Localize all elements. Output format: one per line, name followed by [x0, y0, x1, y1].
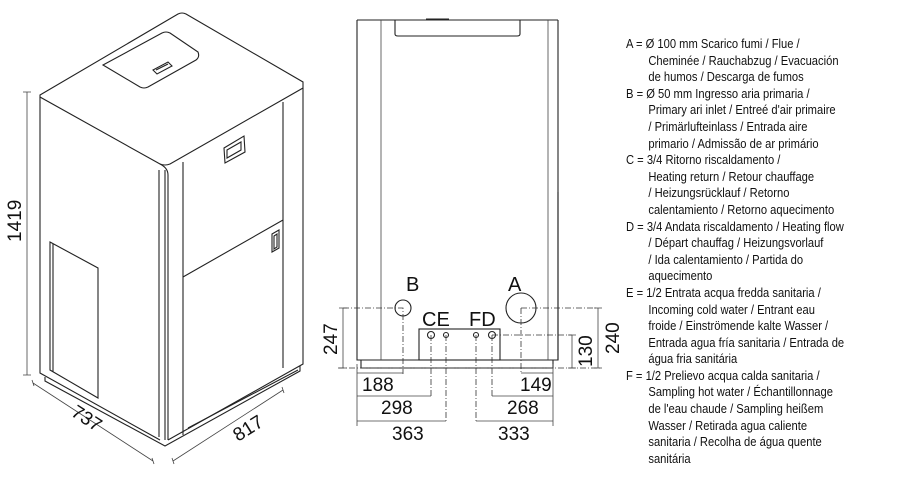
legend-line: C = 3/4 Ritorno riscaldamento /	[626, 152, 781, 168]
connection-box	[418, 328, 501, 361]
dim-363: 363	[392, 424, 424, 445]
dim-240: 240	[603, 322, 624, 354]
legend-entry-c: C = 3/4 Ritorno riscaldamento /Heating r…	[626, 152, 900, 218]
legend-line: Primary ari inlet / Entreé d'air primair…	[648, 102, 836, 118]
legend-line: aquecimento	[648, 268, 713, 284]
front-inner-lines	[380, 20, 549, 360]
legend-entry-e: E = 1/2 Entrata acqua fredda sanitaria /…	[626, 285, 900, 368]
legend-entry-a: A = Ø 100 mm Scarico fumi / Flue /Chemin…	[626, 36, 900, 86]
iso-right-face	[167, 88, 304, 441]
iso-lid-handle	[152, 61, 173, 75]
legend-line: água fria sanitária	[648, 351, 738, 367]
legend-line: Cheminée / Rauchabzug / Evacuación	[648, 52, 839, 68]
legend-line: sanitária	[648, 450, 691, 466]
front-base-plate	[360, 360, 554, 369]
legend-line: Sampling hot water / Échantillonnage	[648, 384, 833, 400]
iso-top-face	[39, 12, 304, 166]
dim-line-1419	[23, 91, 31, 376]
legend-line: / Primärlufteinlass / Entrada aire	[648, 118, 808, 134]
legend-line: de l'eau chaude / Sampling heißem	[648, 401, 824, 417]
front-outline	[356, 19, 559, 361]
dim-line-149	[521, 364, 554, 426]
dim-line-240	[594, 307, 602, 369]
dim-line-188	[356, 364, 403, 426]
dim-333: 333	[498, 424, 530, 445]
legend-line: Wasser / Retirada agua caliente	[648, 417, 808, 433]
dim-line-130	[568, 334, 576, 369]
dim-line-817	[171, 386, 285, 465]
dim-188: 188	[362, 375, 394, 396]
dim-817: 817	[230, 412, 268, 447]
legend-line: froide / Einströmende kalte Wasser /	[648, 318, 829, 334]
legend-line: Incoming cold water / Entrant eau	[648, 301, 815, 317]
front-top-notch	[394, 18, 521, 37]
iso-top-handle	[223, 135, 246, 164]
label-a: A	[508, 274, 522, 296]
legend-line: / Départ chauffag / Heizungsvorlauf	[648, 235, 824, 251]
legend-line: A = Ø 100 mm Scarico fumi / Flue /	[626, 36, 800, 51]
iso-door-handle	[271, 229, 280, 253]
legend-line: Entrada agua fría sanitaria / Entrada de	[648, 334, 845, 350]
dim-149: 149	[520, 375, 552, 396]
isometric-view: 1419 737 817	[5, 12, 304, 465]
legend-line: E = 1/2 Entrata acqua fredda sanitaria /	[626, 284, 821, 300]
legend-line: F = 1/2 Prelievo acqua calda sanitaria /	[626, 367, 820, 383]
legend-line: Heating return / Retour chauffage	[648, 168, 815, 184]
iso-front-corner	[158, 163, 169, 440]
legend-line: primario / Admissão de ar primário	[648, 135, 819, 151]
iso-base	[44, 366, 301, 447]
centre-lines	[338, 307, 602, 423]
legend-line: sanitaria / Recolha de água quente	[648, 434, 822, 450]
dim-130: 130	[576, 335, 597, 367]
dim-298: 298	[381, 398, 413, 419]
iso-hopper-lid	[101, 31, 200, 89]
label-ce: CE	[422, 309, 450, 331]
legend-entry-b: B = Ø 50 mm Ingresso aria primaria /Prim…	[626, 86, 900, 152]
iso-left-face	[39, 97, 161, 441]
legend-line: calentamiento / Retorno aquecimento	[648, 201, 835, 217]
dim-247: 247	[321, 323, 342, 355]
dim-line-247	[339, 307, 347, 369]
label-fd: FD	[469, 309, 496, 331]
legend-entry-f: F = 1/2 Prelievo acqua calda sanitaria /…	[626, 368, 900, 468]
dim-1419: 1419	[5, 200, 26, 242]
legend-line: D = 3/4 Andata riscaldamento / Heating f…	[626, 218, 844, 234]
connections-legend: A = Ø 100 mm Scarico fumi / Flue /Chemin…	[626, 36, 900, 467]
front-view: B A CE FD 247 240 130 188 298 363 149 26…	[321, 18, 624, 445]
legend-line: B = Ø 50 mm Ingresso aria primaria /	[626, 85, 810, 101]
legend-line: / Heizungsrücklauf / Retorno	[648, 185, 790, 201]
iso-side-door	[49, 241, 99, 399]
legend-entry-d: D = 3/4 Andata riscaldamento / Heating f…	[626, 219, 900, 285]
legend-line: / Ida calentamiento / Partida do	[648, 251, 804, 267]
legend-line: de humos / Descarga de fumos	[648, 69, 804, 85]
label-b: B	[406, 274, 419, 296]
dim-line-737	[31, 379, 155, 465]
dim-268: 268	[507, 398, 539, 419]
